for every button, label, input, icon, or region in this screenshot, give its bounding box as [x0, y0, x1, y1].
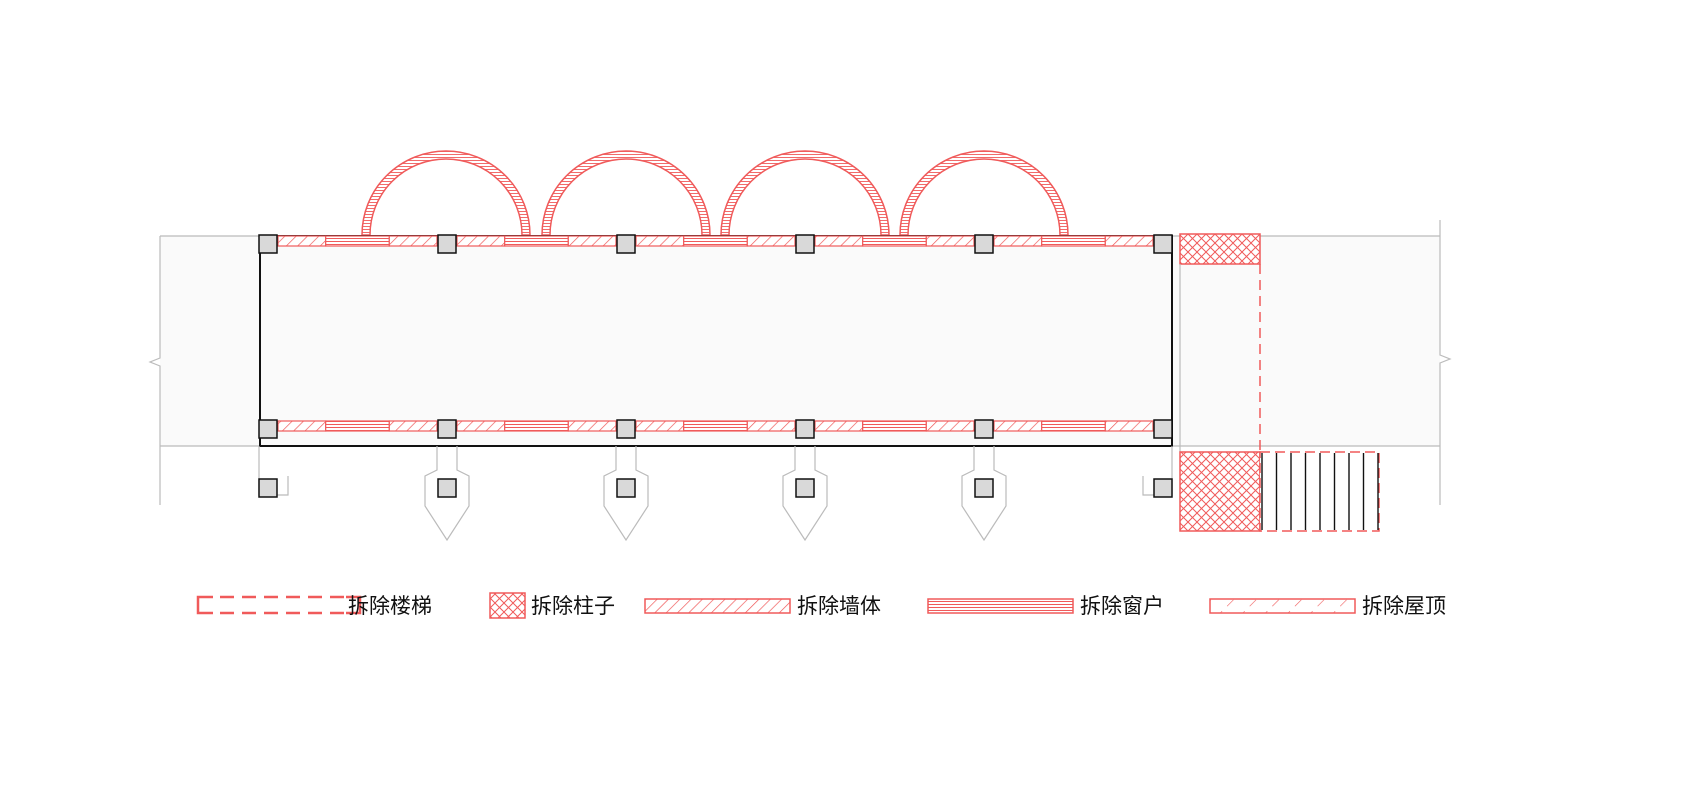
demolished-wall-segment	[993, 235, 1043, 247]
legend-label-roof: 拆除屋顶	[1362, 594, 1446, 618]
demolished-wall-segment	[814, 235, 864, 247]
building-column	[795, 234, 815, 254]
break-line-right	[1439, 220, 1452, 505]
demolished-window-segment	[683, 235, 748, 247]
legend-swatch-columns	[489, 592, 526, 619]
building-floor	[259, 235, 1173, 447]
demolished-window-segment	[504, 420, 569, 432]
legend-label-stairs: 拆除楼梯	[348, 594, 432, 618]
legend-item-windows: 拆除窗户	[927, 594, 1164, 618]
building-column	[616, 419, 636, 439]
legend-item-columns: 拆除柱子	[489, 592, 615, 619]
demolished-wall-segment	[388, 420, 438, 432]
demolished-wall-segment	[1104, 235, 1154, 247]
demolished-roof-arches	[361, 150, 1069, 236]
demolished-window-segment	[1041, 420, 1106, 432]
footing-column	[795, 478, 815, 498]
building-column	[974, 419, 994, 439]
break-line-left	[148, 236, 161, 505]
stair-landing-column	[1179, 233, 1261, 265]
legend-item-walls: 拆除墙体	[644, 594, 881, 618]
demolished-window-segment	[504, 235, 569, 247]
demolished-window-segment	[325, 420, 390, 432]
building-column	[437, 419, 457, 439]
demolished-window-segment	[683, 420, 748, 432]
demolished-wall-segment	[388, 235, 438, 247]
demolished-wall-segment	[925, 420, 975, 432]
legend-label-columns: 拆除柱子	[531, 594, 615, 618]
demolished-wall-segment	[277, 235, 327, 247]
building-column	[258, 234, 278, 254]
demolished-wall-segment	[746, 235, 796, 247]
building-column	[1153, 234, 1173, 254]
demolished-wall-segment	[277, 420, 327, 432]
legend-swatch-roof	[1209, 598, 1356, 614]
demolished-arch	[720, 150, 890, 236]
demolished-wall-segment	[993, 420, 1043, 432]
legend-label-windows: 拆除窗户	[1080, 594, 1164, 618]
footing-outline	[603, 446, 649, 542]
demolished-arch	[361, 150, 531, 236]
legend-item-roof: 拆除屋顶	[1209, 594, 1446, 618]
demolished-window-segment	[862, 235, 927, 247]
footing-column	[974, 478, 994, 498]
footing-outline	[782, 446, 828, 542]
demolished-wall-segment	[567, 235, 617, 247]
legend-swatch-stairs	[196, 595, 362, 615]
building-column	[616, 234, 636, 254]
building-columns	[258, 234, 1173, 542]
demolished-walls	[277, 235, 1154, 432]
building-column	[258, 419, 278, 439]
demolished-wall-segment	[1104, 420, 1154, 432]
demolished-wall-segment	[635, 235, 685, 247]
building-column	[974, 234, 994, 254]
demolished-wall-segment	[814, 420, 864, 432]
footing-column	[258, 478, 278, 498]
building-column	[1153, 419, 1173, 439]
demolished-arch	[899, 150, 1069, 236]
legend-swatch-walls	[644, 598, 791, 614]
stair-treads	[1259, 451, 1380, 532]
building	[258, 234, 1173, 542]
building-column	[795, 419, 815, 439]
demolished-wall-segment	[635, 420, 685, 432]
footing-outline	[961, 446, 1007, 542]
legend: 拆除楼梯 拆除柱子 拆除墙体 拆除窗户 拆除屋顶	[196, 592, 1446, 619]
stair-base-column	[1179, 451, 1261, 532]
demolished-arch	[541, 150, 711, 236]
demolished-wall-segment	[456, 420, 506, 432]
demolished-wall-segment	[925, 235, 975, 247]
footing-column	[616, 478, 636, 498]
demolished-wall-segment	[567, 420, 617, 432]
footing-column	[1153, 478, 1173, 498]
footing-column	[437, 478, 457, 498]
demolished-wall-segment	[746, 420, 796, 432]
demolished-stair-area	[1179, 233, 1380, 532]
demolished-wall-segment	[456, 235, 506, 247]
legend-label-walls: 拆除墙体	[797, 594, 881, 618]
legend-item-stairs: 拆除楼梯	[196, 594, 432, 618]
legend-swatch-windows	[927, 598, 1074, 614]
demolished-window-segment	[862, 420, 927, 432]
demolished-window-segment	[325, 235, 390, 247]
footing-outline	[424, 446, 470, 542]
building-column	[437, 234, 457, 254]
demolished-window-segment	[1041, 235, 1106, 247]
